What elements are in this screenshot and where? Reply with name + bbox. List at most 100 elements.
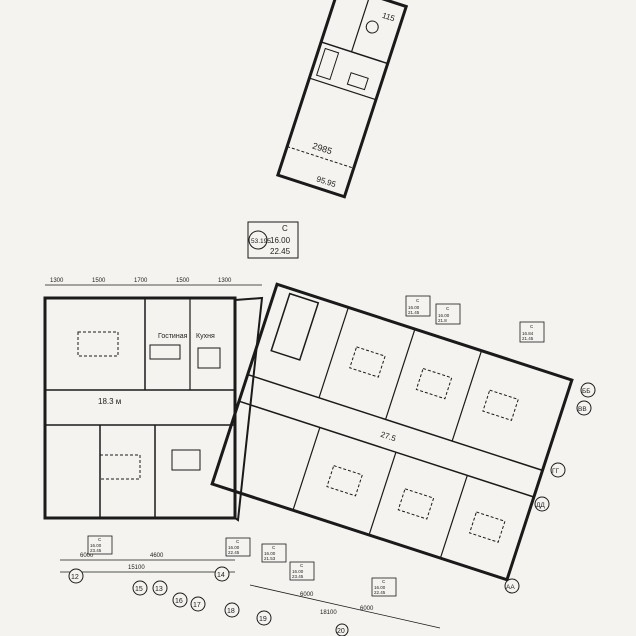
furniture-bed-icon	[468, 511, 506, 543]
svg-text:C: C	[530, 324, 534, 329]
svg-text:23.45: 23.45	[90, 548, 102, 553]
right-wing-outer-wall	[210, 282, 574, 582]
apartment-tag: C 16.00 21.8	[435, 303, 461, 325]
dimension-label: 6000	[80, 553, 94, 559]
svg-text:16.84: 16.84	[522, 331, 534, 336]
svg-text:21.45: 21.45	[522, 336, 534, 341]
svg-text:21.53: 21.53	[264, 556, 276, 561]
axis-marker: 14	[214, 566, 230, 582]
svg-text:C: C	[236, 539, 240, 544]
svg-text:12: 12	[71, 574, 79, 581]
svg-text:C: C	[416, 298, 420, 303]
axis-marker: ГГ	[550, 462, 566, 478]
right-wing-partition	[368, 452, 397, 536]
tag-circle-text: 53.195	[251, 238, 271, 245]
svg-text:22.45: 22.45	[374, 590, 386, 595]
dimension-label: 1500	[176, 278, 190, 284]
dimension-label: 18100	[320, 610, 337, 616]
axis-marker: 16	[172, 592, 188, 608]
right-wing-partition	[292, 427, 321, 511]
furniture-bed-icon	[77, 331, 119, 357]
svg-text:ГГ: ГГ	[552, 468, 560, 475]
svg-text:16.00: 16.00	[228, 545, 240, 550]
apartment-tag: C 16.84 21.45	[519, 321, 545, 343]
tag-value-b: 22.45	[270, 247, 291, 256]
room-label-kitchen: Кухня	[196, 333, 215, 340]
right-wing-partition	[451, 350, 483, 442]
axis-marker: ДД	[534, 496, 550, 512]
furniture-kitchen-icon	[197, 347, 221, 369]
svg-text:13: 13	[155, 586, 163, 593]
furniture-sofa-icon	[149, 344, 181, 360]
svg-text:ББ: ББ	[582, 388, 591, 395]
right-wing-corridor-wall	[247, 373, 543, 472]
dimension-label: 6000	[300, 592, 314, 598]
axis-markers-bottom: 12 13 14 15 16 17 18 19 20	[68, 566, 349, 636]
svg-text:20: 20	[337, 628, 345, 635]
tag-circle	[248, 230, 268, 250]
svg-text:16.00: 16.00	[374, 585, 386, 590]
tower-partition	[350, 0, 371, 53]
dimension-label: 1300	[218, 278, 232, 284]
svg-text:19: 19	[259, 616, 267, 623]
right-wing-corridor-wall	[238, 400, 535, 498]
svg-text:23.45: 23.45	[292, 574, 304, 579]
furniture-bed-icon	[349, 346, 386, 378]
tag-value-a: 16.00	[270, 236, 291, 245]
apartment-tag: C 16.00 21.53	[261, 543, 287, 563]
tower-partition	[309, 77, 377, 101]
furniture-bed-icon	[99, 454, 141, 480]
furniture-bed-icon	[482, 389, 519, 421]
svg-text:C: C	[272, 545, 276, 550]
svg-text:АА: АА	[506, 584, 515, 591]
axis-markers-right: ББ ВВ ГГ ДД АА	[504, 382, 596, 594]
svg-text:14: 14	[217, 572, 225, 579]
dimension-label: 4600	[150, 553, 164, 559]
dimension-label: 15100	[128, 565, 145, 571]
furniture-table-icon	[171, 449, 201, 471]
svg-text:C: C	[446, 306, 450, 311]
svg-text:21.8: 21.8	[438, 318, 447, 323]
tower-bed-icon	[346, 72, 369, 91]
svg-text:16.00: 16.00	[264, 551, 276, 556]
right-wing-partition	[439, 475, 468, 559]
tower-outer-wall	[275, 0, 409, 199]
dimension-chain-bottom: 6000 4600 15100 6000 6000 18100	[60, 553, 441, 629]
svg-text:16.00: 16.00	[292, 569, 304, 574]
tower-stair	[315, 47, 340, 81]
svg-text:16.00: 16.00	[90, 543, 102, 548]
apartment-tags: C 16.00 21.45 C 16.00 21.8 C 16.84 21.45…	[87, 295, 545, 597]
tower-partition	[320, 41, 388, 65]
axis-marker: 20	[335, 623, 349, 636]
svg-text:16.00: 16.00	[438, 313, 450, 318]
dimension-chain-top: 1300 1500 1700 1500 1300	[45, 278, 262, 286]
dimension-line	[249, 584, 441, 629]
axis-marker: АА	[504, 578, 520, 594]
axis-marker: 17	[190, 596, 206, 612]
svg-text:17: 17	[193, 602, 201, 609]
room-label-living: Гостиная	[158, 333, 188, 340]
block-connector-wall	[234, 296, 264, 522]
axis-marker: 13	[152, 580, 168, 596]
right-wing-partition	[385, 328, 416, 420]
svg-text:15: 15	[135, 586, 143, 593]
tower-unit: 115 2985 95.95	[275, 0, 409, 199]
axis-marker: 18	[224, 602, 240, 618]
apartment-tag: C 16.00 23.45	[289, 561, 315, 581]
svg-text:ДД: ДД	[536, 502, 545, 509]
axis-marker: 12	[68, 568, 84, 584]
dimension-label: 6000	[360, 606, 374, 612]
tower-area-label: 115	[381, 11, 396, 24]
right-wing-partition	[318, 307, 349, 398]
apartment-tag: C 16.00 21.45	[405, 295, 431, 317]
svg-text:C: C	[382, 579, 386, 584]
apartment-tag: C 16.00 23.45	[87, 535, 113, 555]
svg-text:21.45: 21.45	[408, 310, 420, 315]
tag-frame	[247, 221, 299, 259]
apartment-tag: C 16.00 22.45	[225, 537, 251, 557]
svg-text:16: 16	[175, 598, 183, 605]
tag-letter: C	[282, 224, 288, 233]
dimension-label: 1700	[134, 278, 148, 284]
axis-marker: ББ	[580, 382, 596, 398]
